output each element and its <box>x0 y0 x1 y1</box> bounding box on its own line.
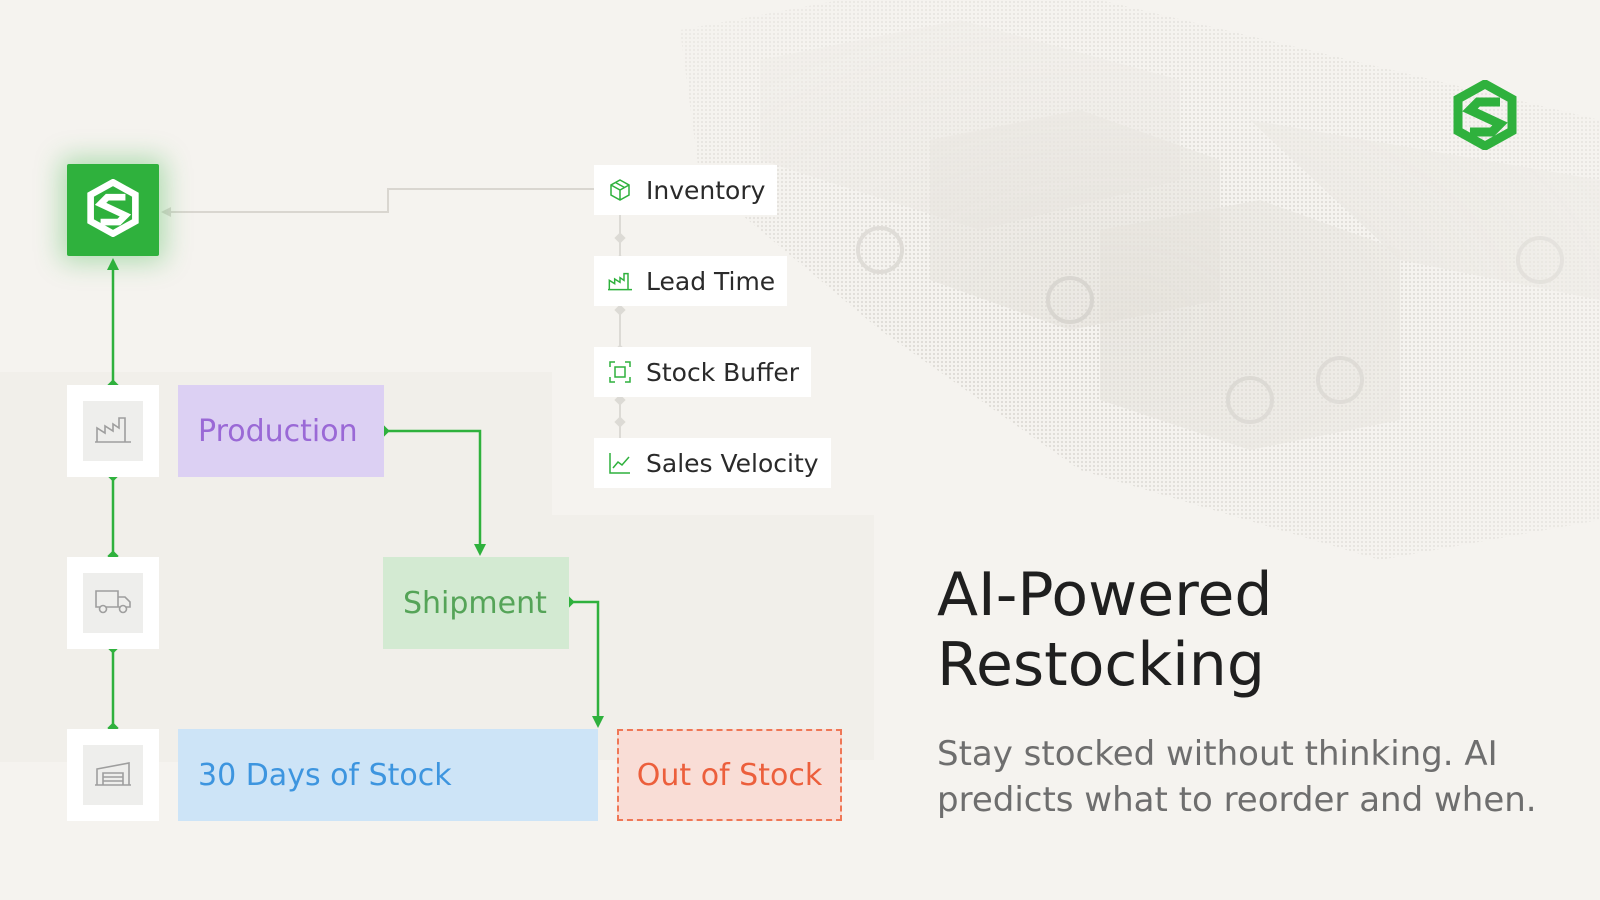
ai-app-badge <box>67 164 159 256</box>
factory-icon <box>608 269 632 293</box>
production-tile <box>67 385 159 477</box>
out-of-stock-label: Out of Stock <box>636 757 823 793</box>
stock-tile <box>67 729 159 821</box>
days-of-stock-label: 30 Days of Stock <box>198 757 452 793</box>
box-icon <box>608 178 632 202</box>
factor-stock-buffer: Stock Buffer <box>594 347 812 397</box>
s-hexagon-logo-icon <box>84 178 142 241</box>
days-of-stock-stage: 30 Days of Stock <box>178 729 598 821</box>
production-label: Production <box>198 413 358 449</box>
factor-lead-time: Lead Time <box>594 256 788 306</box>
factor-inventory: Inventory <box>594 165 778 215</box>
shipment-tile <box>67 557 159 649</box>
title-line-2: Restocking <box>937 630 1265 700</box>
page-subtitle: Stay stocked without thinking. AI predic… <box>937 734 1537 820</box>
factor-label: Inventory <box>646 175 766 205</box>
factor-sales-velocity: Sales Velocity <box>594 438 831 488</box>
factory-icon <box>95 414 131 448</box>
trend-up-icon <box>608 451 632 475</box>
factor-label: Stock Buffer <box>646 357 800 387</box>
brand-logo-icon <box>1450 78 1520 152</box>
out-of-stock-stage: Out of Stock <box>617 729 842 821</box>
production-stage: Production <box>178 385 384 477</box>
warehouse-icon <box>95 759 131 791</box>
shipment-label: Shipment <box>403 585 547 621</box>
page-title: AI-Powered Restocking <box>937 560 1557 700</box>
buffer-frame-icon <box>608 360 632 384</box>
title-line-1: AI-Powered <box>937 560 1273 630</box>
truck-icon <box>94 587 132 619</box>
factor-label: Sales Velocity <box>646 448 819 478</box>
shipment-stage: Shipment <box>383 557 569 649</box>
factor-label: Lead Time <box>646 266 776 296</box>
